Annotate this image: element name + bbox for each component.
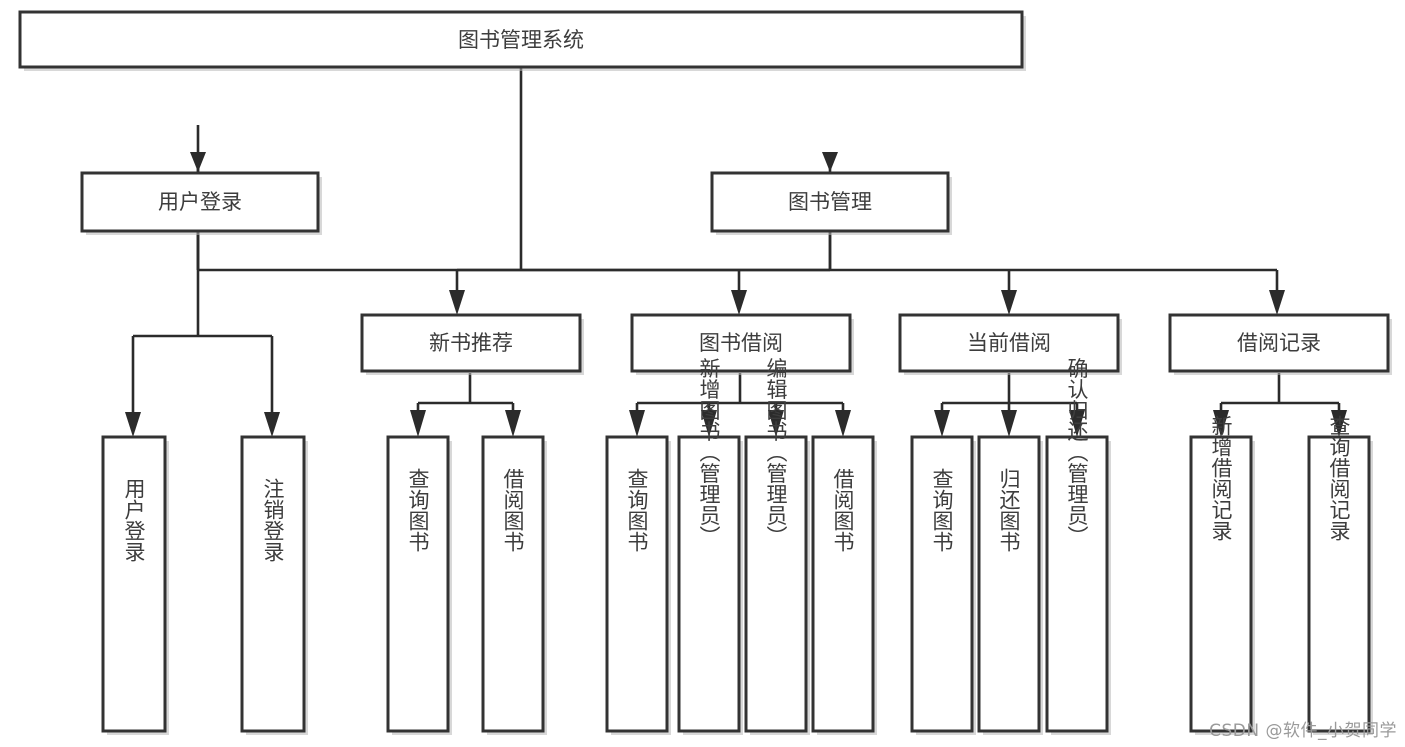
arrow-new-book-rec — [449, 290, 465, 315]
node-leaf-edit-book[interactable]: 编辑图书（管理员） — [744, 358, 810, 736]
node-leaf-edit-book-label: 编辑图书（管理员） — [764, 358, 788, 547]
node-leaf-return-book-box — [977, 435, 1041, 733]
node-leaf-return-book[interactable]: 归还图书 — [977, 435, 1043, 735]
node-leaf-return-book-label: 归还图书 — [997, 468, 1021, 552]
node-leaf-borrow-book-2[interactable]: 借阅图书 — [811, 435, 877, 735]
arrow-leaf-borrow-book-1 — [505, 410, 521, 437]
arrow-leaf-logout — [264, 412, 280, 437]
node-book-manage-box — [710, 171, 950, 233]
node-new-book-rec-box — [360, 313, 582, 373]
node-leaf-borrow-book-1-box — [481, 435, 545, 733]
node-leaf-logout-label: 注销登录 — [261, 478, 285, 562]
arrow-leaf-query-book-1 — [410, 410, 426, 437]
node-leaf-query-book-2-label: 查询图书 — [625, 468, 649, 552]
node-leaf-borrow-book-2-box — [811, 435, 875, 733]
arrow-leaf-add-record — [1213, 410, 1229, 437]
node-user-login[interactable]: 用户登录 — [80, 171, 322, 235]
node-leaf-confirm-return[interactable]: 确认归还（管理员） — [1045, 358, 1111, 736]
node-book-borrow-box — [630, 313, 852, 373]
node-borrow-record-box — [1168, 313, 1390, 373]
node-leaf-logout-box — [240, 435, 306, 733]
arrow-leaf-return-book — [1001, 410, 1017, 437]
arrow-leaf-confirm-return — [1069, 410, 1085, 437]
node-user-login-box — [80, 171, 320, 233]
node-leaf-add-book-box — [677, 435, 741, 733]
node-book-manage[interactable]: 图书管理 — [710, 171, 952, 235]
node-leaf-confirm-return-label: 确认归还（管理员） — [1065, 358, 1089, 547]
node-leaf-add-record-label: 新增借阅记录 — [1209, 415, 1233, 541]
arrow-leaf-borrow-book-2 — [835, 410, 851, 437]
node-leaf-query-book-3-label: 查询图书 — [930, 468, 954, 552]
node-leaf-query-book-1-box — [386, 435, 450, 733]
arrow-leaf-add-book — [701, 410, 717, 437]
node-leaf-query-book-3-box — [910, 435, 974, 733]
node-leaf-query-book-1-label: 查询图书 — [406, 468, 430, 552]
node-leaf-add-record[interactable]: 新增借阅记录 — [1189, 415, 1255, 735]
arrow-leaf-user-login — [125, 412, 141, 437]
arrow-bookmanage — [822, 152, 838, 172]
node-new-book-rec-label: 新书推荐 — [429, 331, 513, 355]
node-leaf-borrow-book-2-label: 借阅图书 — [831, 468, 855, 552]
node-root-box — [18, 10, 1024, 69]
node-leaf-confirm-return-box — [1045, 435, 1109, 733]
node-leaf-logout[interactable]: 注销登录 — [240, 435, 308, 735]
node-leaf-query-record-box — [1307, 435, 1371, 733]
node-current-borrow-box — [898, 313, 1120, 373]
arrow-borrow-record — [1269, 290, 1285, 315]
node-leaf-query-book-1[interactable]: 查询图书 — [386, 435, 452, 735]
node-root-label: 图书管理系统 — [458, 28, 584, 52]
node-leaf-borrow-book-1[interactable]: 借阅图书 — [481, 435, 547, 735]
arrow-leaf-query-book-3 — [934, 410, 950, 437]
node-leaf-query-record[interactable]: 查询借阅记录 — [1307, 415, 1373, 735]
node-leaf-user-login-label: 用户登录 — [122, 478, 146, 562]
node-current-borrow[interactable]: 当前借阅 — [898, 313, 1122, 375]
node-borrow-record[interactable]: 借阅记录 — [1168, 313, 1392, 375]
node-leaf-edit-book-box — [744, 435, 808, 733]
arrow-leaf-query-record — [1331, 410, 1347, 437]
node-leaf-borrow-book-1-label: 借阅图书 — [501, 468, 525, 552]
node-book-borrow-label: 图书借阅 — [699, 331, 783, 355]
node-leaf-query-record-label: 查询借阅记录 — [1327, 415, 1351, 541]
node-current-borrow-label: 当前借阅 — [967, 331, 1051, 355]
node-book-borrow[interactable]: 图书借阅 — [630, 313, 854, 375]
node-leaf-query-book-2[interactable]: 查询图书 — [605, 435, 671, 735]
connector-layer — [125, 67, 1347, 437]
node-root[interactable]: 图书管理系统 — [18, 10, 1026, 71]
arrow-leaf-query-book-2 — [629, 410, 645, 437]
node-book-manage-label: 图书管理 — [788, 190, 872, 214]
node-leaf-query-book-3[interactable]: 查询图书 — [910, 435, 976, 735]
node-leaf-user-login[interactable]: 用户登录 — [101, 435, 169, 735]
node-new-book-rec[interactable]: 新书推荐 — [360, 313, 584, 375]
node-leaf-add-book[interactable]: 新增图书（管理员） — [677, 358, 743, 736]
node-user-login-label: 用户登录 — [158, 190, 242, 214]
csdn-watermark: CSDN @软件_小贺同学 — [1209, 721, 1397, 741]
arrow-leaf-edit-book — [768, 410, 784, 437]
node-leaf-user-login-box — [101, 435, 167, 733]
arrow-userlogin — [190, 152, 206, 172]
node-leaf-query-book-2-box — [605, 435, 669, 733]
arrow-book-borrow — [731, 290, 747, 315]
arrow-current-borrow — [1001, 290, 1017, 315]
node-leaf-add-record-box — [1189, 435, 1253, 733]
node-leaf-add-book-label: 新增图书（管理员） — [697, 358, 721, 547]
node-borrow-record-label: 借阅记录 — [1237, 331, 1321, 355]
